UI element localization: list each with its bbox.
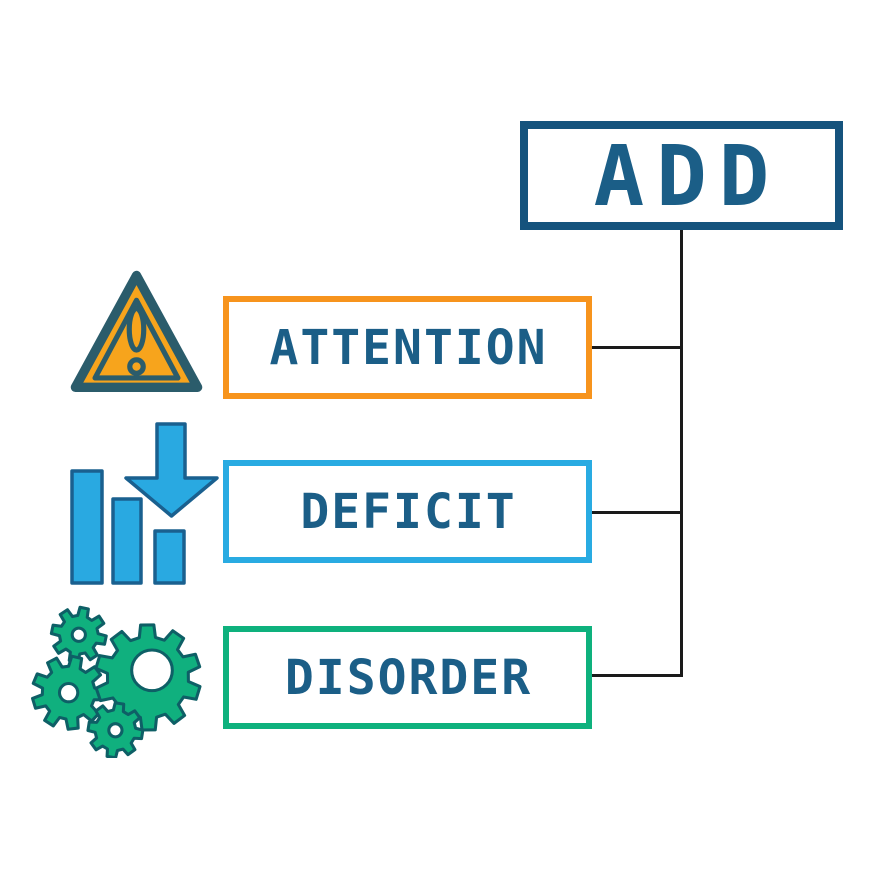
word-label-deficit: DEFICIT (300, 483, 517, 540)
acronym-box: ADD (520, 121, 843, 230)
word-label-attention: ATTENTION (269, 319, 548, 376)
declining-bars-icon (70, 422, 219, 585)
connector-deficit-line (592, 511, 681, 514)
acronym-label: ADD (593, 126, 782, 225)
gears-icon (31, 605, 202, 758)
warning-triangle-icon (70, 270, 203, 392)
word-box-disorder: DISORDER (223, 626, 592, 729)
word-box-deficit: DEFICIT (223, 460, 592, 563)
word-label-disorder: DISORDER (284, 649, 533, 706)
connector-attention-line (592, 346, 681, 349)
connector-disorder-line (592, 674, 681, 677)
connector-vertical-line (680, 230, 683, 677)
word-box-attention: ATTENTION (223, 296, 592, 399)
